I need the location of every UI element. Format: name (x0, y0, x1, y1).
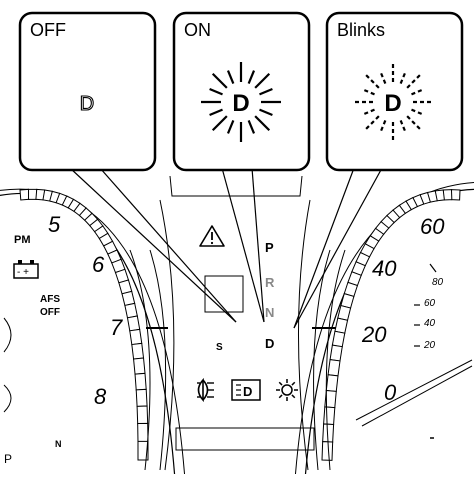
shift-letter-n: N (265, 305, 274, 320)
callout-leaders (69, 167, 383, 329)
center-panel: S P R N D D (159, 175, 315, 471)
on-glow-rays (201, 62, 281, 142)
callout-off: OFF D (18, 11, 157, 172)
tachometer: 5 6 7 8 PM - + AFS OFF N (0, 188, 186, 479)
shift-letter-r: R (265, 275, 275, 290)
callout-on: ON D (172, 11, 311, 172)
sun-icon (276, 379, 298, 401)
speed-number-20: 20 (361, 322, 387, 347)
svg-text:- +: - + (17, 267, 29, 278)
callout-on-symbol: D (232, 90, 249, 117)
callout-blinks: Blinks D (325, 11, 464, 172)
speed-inner-60: 60 (424, 298, 436, 309)
afs-label: AFS (40, 294, 60, 305)
figure-note: P (4, 452, 13, 466)
speed-number-60: 60 (420, 214, 445, 239)
tach-number-6: 6 (92, 252, 105, 277)
callout-blinks-symbol: D (384, 90, 401, 117)
callout-on-label: ON (184, 20, 211, 40)
tachometer-tick-band (19, 188, 149, 461)
speed-number-0: 0 (384, 380, 397, 405)
fog-light-icon (197, 377, 214, 403)
callout-off-symbol: D (80, 93, 94, 115)
odometer-display (175, 427, 315, 451)
tach-number-5: 5 (48, 212, 61, 237)
speed-number-40: 40 (372, 256, 397, 281)
battery-icon: - + (13, 260, 39, 279)
svg-text:N: N (55, 439, 62, 449)
tach-number-8: 8 (94, 384, 107, 409)
callout-off-label: OFF (30, 20, 66, 40)
sport-mode-label: S (216, 342, 223, 353)
blink-glow-rays (353, 62, 433, 142)
afs-off-label: OFF (40, 307, 60, 318)
shift-letter-p: P (265, 240, 274, 255)
shift-letter-d: D (265, 336, 274, 351)
callout-blinks-label: Blinks (337, 20, 385, 40)
speed-inner-80: 80 (432, 277, 444, 288)
tach-number-7: 7 (110, 315, 123, 340)
headlight-indicator-letter: D (243, 384, 252, 399)
shift-indicator: P R N D (265, 240, 275, 351)
headlight-indicator-icon: D (231, 379, 261, 401)
speed-inner-40: 40 (424, 318, 436, 329)
speedometer: 60 40 20 0 80 60 40 20 (294, 182, 474, 479)
warning-triangle-icon (199, 225, 225, 247)
rpm-label: PM (14, 234, 31, 246)
speed-inner-20: 20 (423, 340, 436, 351)
